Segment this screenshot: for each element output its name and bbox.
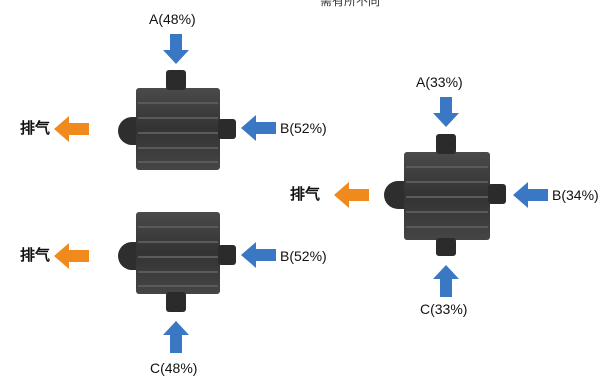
inlet-label-a: A(48%) xyxy=(149,11,196,27)
inlet-label-c: C(33%) xyxy=(420,301,468,317)
exhaust-label: 排气 xyxy=(20,247,51,264)
exhaust-label: 排气 xyxy=(290,186,321,203)
caption-partial: 需有所不同 xyxy=(320,0,381,8)
inlet-label-b: B(34%) xyxy=(552,187,599,203)
exhaust-label: 排气 xyxy=(20,120,51,137)
diagram-bottom-left xyxy=(54,212,276,353)
diagram-top-left xyxy=(54,34,276,170)
collector-block-top-left xyxy=(118,70,236,170)
inlet-arrow-b xyxy=(513,182,548,208)
inlet-arrow-a xyxy=(163,34,189,64)
inlet-arrow-b xyxy=(241,242,276,268)
inlet-arrow-a xyxy=(433,97,459,127)
exhaust-arrow xyxy=(54,116,89,142)
inlet-label-a: A(33%) xyxy=(416,74,463,90)
inlet-label-b: B(52%) xyxy=(280,248,327,264)
inlet-arrow-b xyxy=(241,115,276,141)
diagram-right xyxy=(334,97,548,297)
inlet-arrow-c xyxy=(433,265,459,297)
exhaust-arrow xyxy=(334,182,369,208)
inlet-label-b: B(52%) xyxy=(280,120,327,136)
collector-block-bottom-left xyxy=(118,212,236,312)
inlet-label-c: C(48%) xyxy=(150,360,198,376)
inlet-arrow-c xyxy=(163,321,189,353)
collector-block-right xyxy=(384,134,506,256)
exhaust-arrow xyxy=(54,243,89,269)
